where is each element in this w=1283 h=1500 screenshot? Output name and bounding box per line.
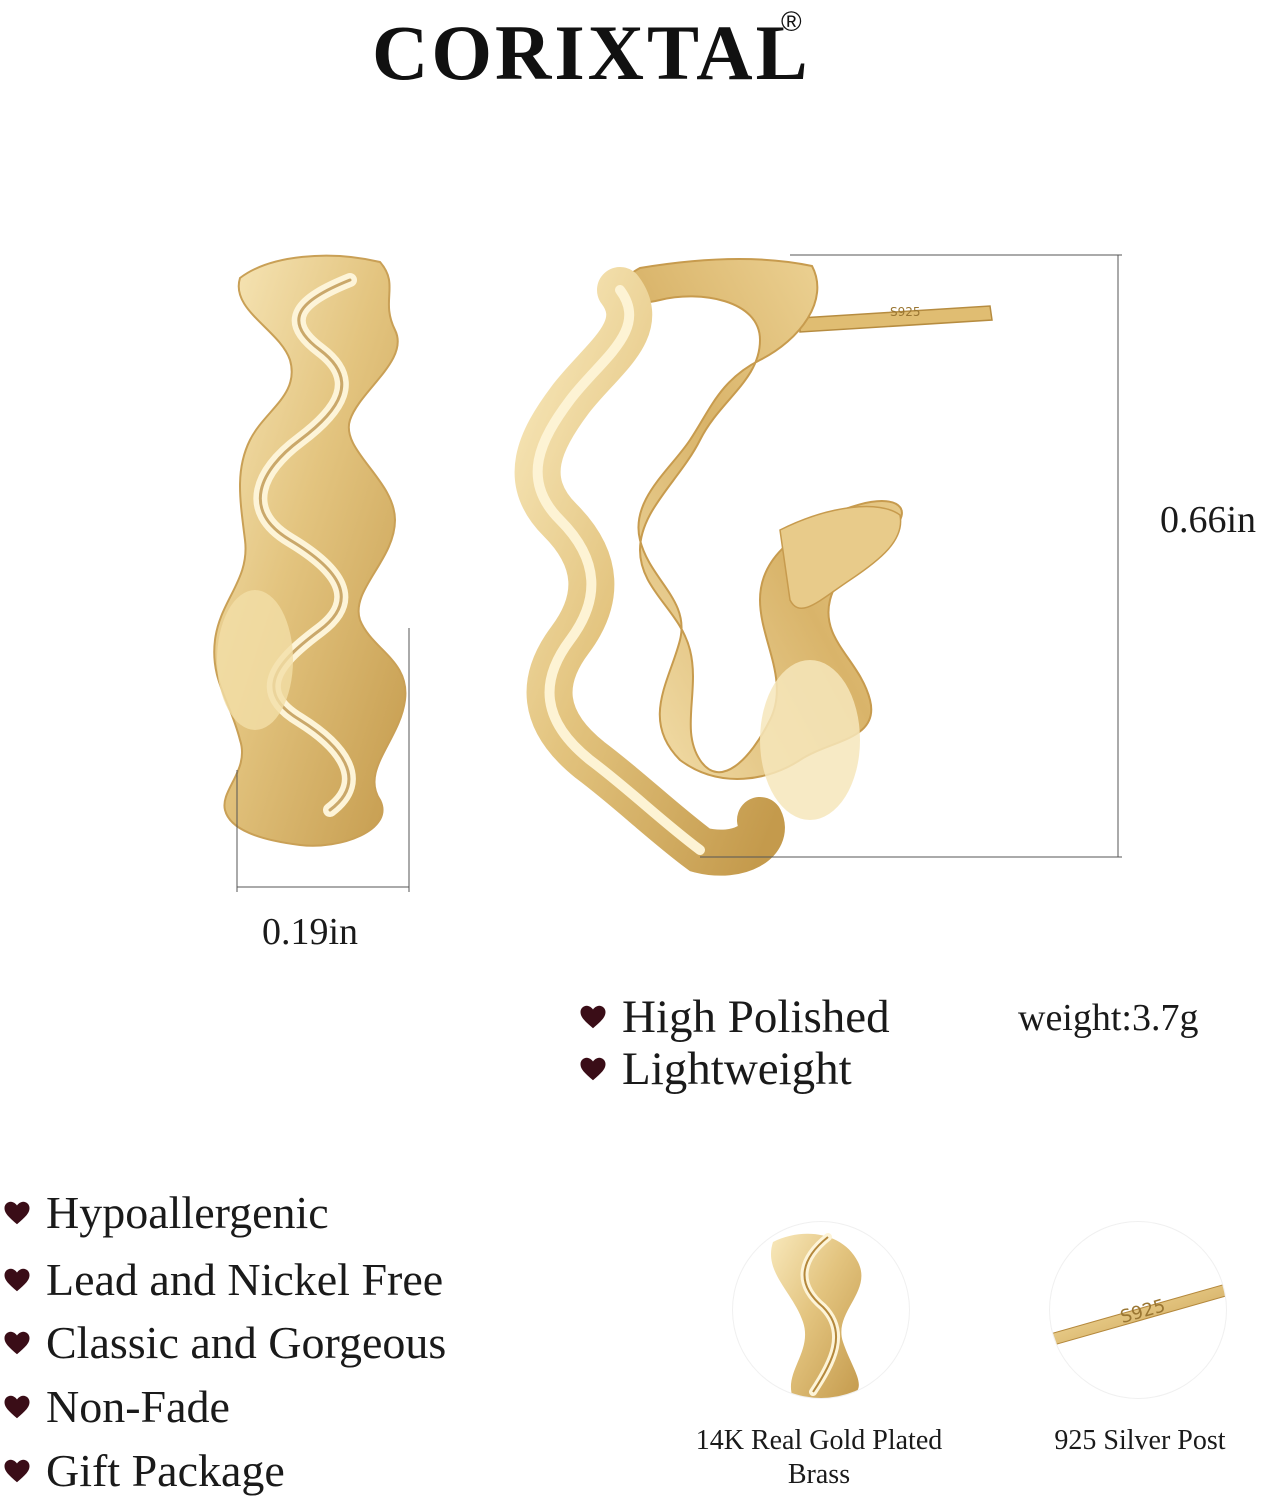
heart-icon (4, 1268, 30, 1291)
detail-silver-post-caption: 925 Silver Post (1054, 1425, 1226, 1456)
heart-icon (4, 1395, 30, 1418)
width-dimension-line (236, 628, 410, 892)
feature-item: Hypoallergenic (2, 1186, 329, 1239)
feature-item: Classic and Gorgeous (2, 1316, 446, 1369)
feature-label: Hypoallergenic (46, 1187, 329, 1238)
height-dimension-line (700, 254, 1122, 858)
feature-item: High Polished (578, 990, 890, 1044)
feature-item: Gift Package (2, 1444, 285, 1497)
feature-item: Non-Fade (2, 1380, 230, 1433)
width-label: 0.19in (262, 911, 359, 953)
heart-icon (580, 1057, 606, 1081)
weight-label: weight:3.7g (1018, 997, 1199, 1039)
heart-icon (580, 1005, 606, 1029)
detail-gold-plated-caption: 14K Real Gold Plated Brass (660, 1424, 978, 1491)
earring-illustration: S925 (213, 254, 1122, 892)
earring-side-view (213, 254, 407, 847)
post-stamp-closeup: S925 (1118, 1295, 1168, 1328)
feature-label: Lightweight (622, 1043, 852, 1095)
height-label: 0.66in (1160, 499, 1257, 541)
detail-silver-post-circle: S925 (1050, 1222, 1226, 1398)
caption-line: 14K Real Gold Plated (695, 1425, 943, 1456)
heart-icon (4, 1201, 30, 1224)
feature-label: High Polished (622, 991, 890, 1043)
detail-gold-plated-circle (733, 1222, 909, 1398)
post-stamp: S925 (890, 305, 921, 319)
feature-label: Classic and Gorgeous (46, 1317, 447, 1368)
feature-item: Lightweight (578, 1042, 852, 1096)
earring-closeup-image (770, 1233, 862, 1398)
feature-label: Non-Fade (46, 1381, 230, 1432)
earring-front-view: S925 (514, 258, 993, 876)
post-closeup-image: S925 (1050, 1283, 1226, 1347)
feature-label: Lead and Nickel Free (46, 1254, 444, 1305)
feature-label: Gift Package (46, 1445, 285, 1496)
feature-item: Lead and Nickel Free (2, 1253, 443, 1306)
registered-mark: ® (781, 6, 802, 37)
heart-icon (4, 1331, 30, 1354)
caption-line: Brass (787, 1458, 851, 1490)
brand-logo: CORIXTAL (372, 9, 811, 96)
heart-icon (4, 1459, 30, 1482)
